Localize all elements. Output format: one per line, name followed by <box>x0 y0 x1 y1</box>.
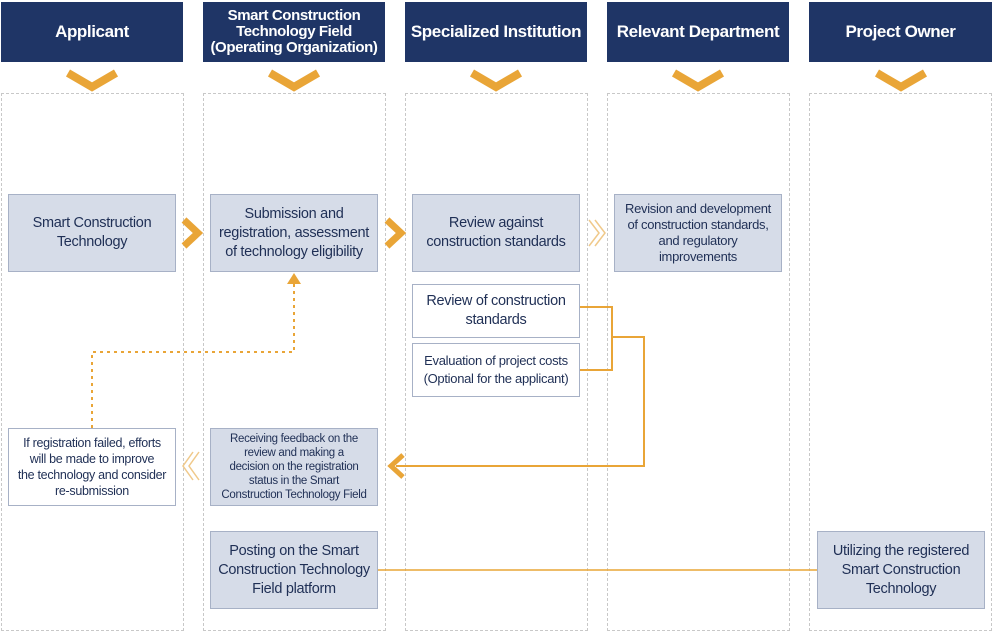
box-text-line: and regulatory <box>658 233 738 248</box>
box-text-line: improvements <box>658 249 738 264</box>
box-text-line: Technology <box>56 234 128 250</box>
box-text-line: status in the Smart <box>248 475 340 487</box>
box-text-line: Receiving feedback on the <box>229 433 359 445</box>
header-specialized-institution: Specialized Institution <box>405 2 587 62</box>
box-registration-failed: If registration failed, efforts will be … <box>8 428 176 506</box>
header-specialized-line-1: Specialized Institution <box>410 22 582 41</box>
lane-specialized-institution <box>405 93 588 631</box>
lane-applicant <box>1 93 184 631</box>
box-text-line: decision on the registration <box>229 461 359 473</box>
box-posting-platform: Posting on the Smart Construction Techno… <box>210 531 378 609</box>
box-text-line: re-submission <box>55 484 129 498</box>
box-revision-development: Revision and development of construction… <box>614 194 782 272</box>
box-text-line: construction standards <box>426 234 566 250</box>
arrow-up-icon <box>287 273 301 284</box>
box-text-line: Construction Technology Field <box>221 489 367 501</box>
chevron-right-icon <box>181 217 204 249</box>
review-to-feedback-line <box>396 336 645 467</box>
box-text-line: If registration failed, efforts <box>23 436 161 450</box>
chevron-down-icon <box>671 69 725 92</box>
chevron-down-icon <box>65 69 119 92</box>
box-evaluation-project-costs: Evaluation of project costs (Optional fo… <box>412 343 580 397</box>
header-applicant-line-1: Applicant <box>55 22 129 41</box>
box-review-of-construction-standards: Review of construction standards <box>412 284 580 338</box>
chevron-down-icon <box>469 69 523 92</box>
header-owner-line-1: Project Owner <box>845 22 956 41</box>
header-smart-field-line-3: (Operating Organization) <box>210 39 378 56</box>
lane-project-owner <box>809 93 992 631</box>
review-bracket-line <box>580 306 613 371</box>
box-text-line: Submission and <box>244 205 344 222</box>
box-receiving-feedback: Receiving feedback on the review and mak… <box>210 428 378 506</box>
box-text-line: review and making a <box>244 447 344 459</box>
chevron-right-outline-icon <box>594 219 606 247</box>
resubmission-dotted-line <box>91 280 295 428</box>
box-text-line: Field platform <box>252 580 336 597</box>
box-text-line: Revision and development <box>624 201 771 216</box>
box-text-line: Construction Technology <box>218 561 370 578</box>
box-text-line: registration, assessment <box>219 224 369 241</box>
lane-relevant-department <box>607 93 790 631</box>
header-project-owner: Project Owner <box>809 2 992 62</box>
box-text-line: Utilizing the registered <box>832 542 970 559</box>
box-utilizing-registered: Utilizing the registered Smart Construct… <box>817 531 985 609</box>
box-text-line: the technology and consider <box>17 468 167 482</box>
box-text-line: of construction standards, <box>627 217 769 232</box>
header-smart-field-line-2: Technology Field <box>236 23 352 40</box>
box-text-line: Review against <box>448 215 544 231</box>
box-text-line: standards <box>465 312 527 328</box>
box-text-line: Review of construction <box>426 293 566 309</box>
header-relevant-department: Relevant Department <box>607 2 789 62</box>
box-text-line: Technology <box>865 580 937 597</box>
chevron-down-icon <box>874 69 928 92</box>
box-text-line: will be made to improve <box>29 452 155 466</box>
header-applicant: Applicant <box>1 2 183 62</box>
box-smart-construction-technology: Smart Construction Technology <box>8 194 176 272</box>
box-text-line: Posting on the Smart <box>229 542 359 559</box>
box-submission-registration: Submission and registration, assessment … <box>210 194 378 272</box>
arrow-left-icon <box>387 453 405 479</box>
chevron-left-outline-icon <box>188 451 200 481</box>
chevron-right-icon <box>384 217 407 249</box>
header-smart-field-line-1: Smart Construction <box>227 7 361 24</box>
box-text-line: of technology eligibility <box>225 243 363 260</box>
box-review-against-standards: Review against construction standards <box>412 194 580 272</box>
chevron-right-outline-icon <box>588 219 600 247</box>
chevron-down-icon <box>267 69 321 92</box>
box-text-line: Smart Construction <box>32 215 152 231</box>
box-text-line: (Optional for the applicant) <box>423 371 569 386</box>
chevron-left-outline-icon <box>182 451 194 481</box>
lane-smart-construction-field <box>203 93 386 631</box>
header-smart-construction-field: Smart Construction Technology Field (Ope… <box>203 2 385 62</box>
box-text-line: Smart Construction <box>841 561 961 578</box>
header-department-line-1: Relevant Department <box>616 22 780 41</box>
box-text-line: Evaluation of project costs <box>424 353 568 368</box>
